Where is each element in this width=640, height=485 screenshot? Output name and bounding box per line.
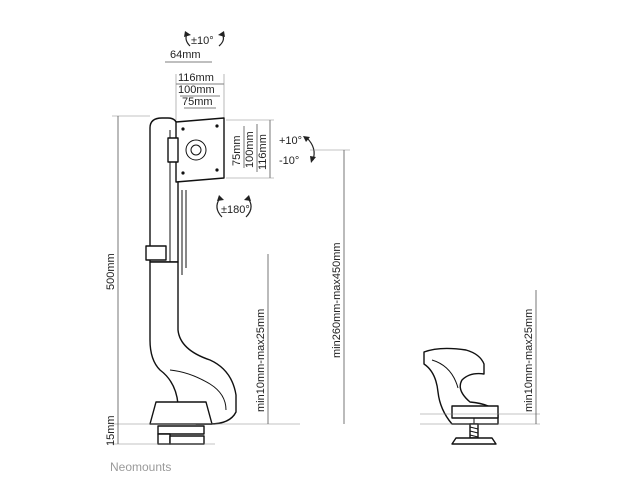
plate-bracket	[167, 137, 179, 163]
clamp-jaw	[157, 433, 171, 445]
clamp-block	[451, 405, 499, 419]
mount-base	[149, 401, 213, 425]
rotate-arc	[216, 195, 252, 218]
tilt-top-arc	[184, 31, 225, 47]
tilt-down-label: -10°	[279, 155, 299, 167]
base-thickness-label: 15mm	[105, 415, 117, 446]
cable-clip	[145, 245, 167, 261]
vesa-height-116-label: 116mm	[257, 134, 269, 170]
clamp-range-right-label: min10mm-max25mm	[523, 309, 535, 412]
clamp-arm-detail	[423, 347, 499, 425]
height-total-label: 500mm	[105, 253, 117, 290]
rotate-label: ±180°	[221, 204, 250, 216]
tilt-side-arc	[303, 136, 316, 163]
brand-logo-text: Neomounts	[110, 460, 171, 474]
tilt-top-label: ±10°	[191, 35, 214, 47]
clamp-top	[157, 425, 205, 435]
vesa-width-116-label: 116mm	[178, 72, 214, 84]
mount-range-label: min260mm-max450mm	[331, 242, 343, 358]
plate-hub	[185, 139, 207, 161]
mount-arm	[149, 261, 237, 425]
vesa-width-75-label: 75mm	[182, 96, 213, 108]
clamp-range-left-label: min10mm-max25mm	[255, 309, 267, 412]
vesa-height-75-label: 75mm	[231, 135, 243, 166]
monitor-mount-left	[145, 117, 237, 445]
vesa-height-100-label: 100mm	[244, 131, 256, 168]
clamp-plate	[451, 437, 497, 445]
tilt-up-label: +10°	[279, 135, 302, 147]
depth-label: 64mm	[170, 49, 201, 61]
clamp-detail-right	[423, 347, 499, 445]
vesa-width-100-label: 100mm	[178, 84, 215, 96]
